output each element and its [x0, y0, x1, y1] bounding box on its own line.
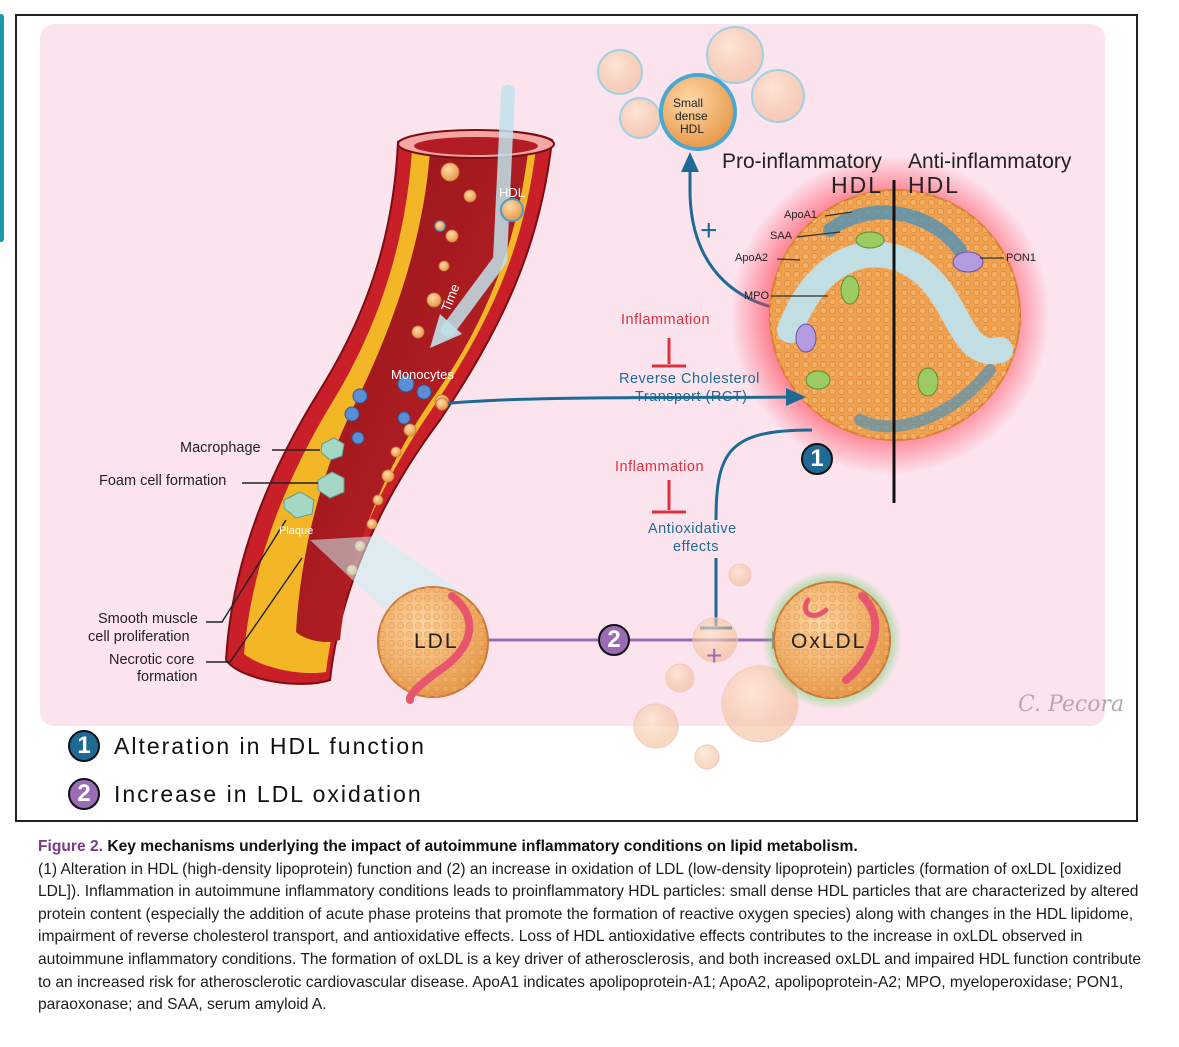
figure-caption: Figure 2. Key mechanisms underlying the …	[38, 836, 1148, 1017]
ldl-label: LDL	[414, 630, 459, 653]
legend-text-2: Increase in LDL oxidation	[114, 780, 423, 807]
small-dense-label-1: Small	[673, 96, 704, 110]
pro-inflammatory-plus: +	[700, 214, 718, 247]
necrotic-core-label-1: Necrotic core	[109, 652, 195, 668]
pathway-badge-1: 1	[801, 443, 833, 475]
foam-cell-label: Foam cell formation	[99, 473, 227, 489]
page-edge-accent	[0, 14, 4, 242]
oxldl-plus: +	[706, 640, 723, 671]
rct-label-1: Reverse Cholesterol	[619, 371, 760, 387]
rct-label-2: Transport (RCT)	[635, 389, 748, 405]
small-dense-label-3: HDL	[680, 122, 705, 136]
inflammation-label-2: Inflammation	[615, 459, 705, 475]
vessel-hdl-label: HDL	[499, 185, 526, 200]
necrotic-core-label-2: formation	[137, 669, 198, 685]
smooth-muscle-label-1: Smooth muscle	[98, 611, 198, 627]
figure-label: Figure 2.	[38, 838, 103, 855]
monocytes-label: Monocytes	[391, 367, 454, 382]
oxldl-label: OxLDL	[791, 630, 867, 653]
legend-badge-1: 1	[68, 730, 100, 762]
legend-text-1: Alteration in HDL function	[114, 732, 426, 759]
vessel-leader-lines	[206, 449, 320, 663]
oxldl-particle	[762, 570, 902, 710]
hdl-particles	[597, 26, 1050, 503]
antioxidative-label-1: Antioxidative	[648, 521, 737, 537]
small-dense-label-2: dense	[675, 109, 708, 123]
saa-label: SAA	[770, 230, 793, 242]
macrophage-label: Macrophage	[180, 440, 261, 456]
figure-title: Key mechanisms underlying the impact of …	[107, 838, 858, 855]
pro-inflammatory-label: Pro-inflammatory	[722, 150, 882, 173]
pro-inflammatory-hdl-label: HDL	[831, 172, 884, 198]
anti-inflammatory-hdl-label: HDL	[908, 172, 961, 198]
legend-badge-2: 2	[68, 778, 100, 810]
mpo-label: MPO	[744, 290, 770, 302]
inflammation-label-1: Inflammation	[621, 312, 711, 328]
apoa1-label: ApoA1	[784, 209, 818, 221]
apoa2-label: ApoA2	[735, 252, 769, 264]
pathway-badge-2: 2	[598, 624, 630, 656]
plaque-label: Plaque	[279, 525, 314, 537]
antioxidative-label-2: effects	[673, 539, 719, 555]
anti-inflammatory-label: Anti-inflammatory	[908, 150, 1072, 173]
figure-body: (1) Alteration in HDL (high-density lipo…	[38, 860, 1142, 1014]
legend-item-1: 1 Alteration in HDL function	[68, 730, 426, 762]
smooth-muscle-label-2: cell proliferation	[88, 629, 190, 645]
ldl-particle	[377, 586, 489, 704]
pon1-label: PON1	[1006, 252, 1036, 264]
artist-signature: C. Pecora	[1018, 692, 1125, 717]
blood-vessel	[224, 85, 555, 685]
legend-item-2: 2 Increase in LDL oxidation	[68, 778, 423, 810]
